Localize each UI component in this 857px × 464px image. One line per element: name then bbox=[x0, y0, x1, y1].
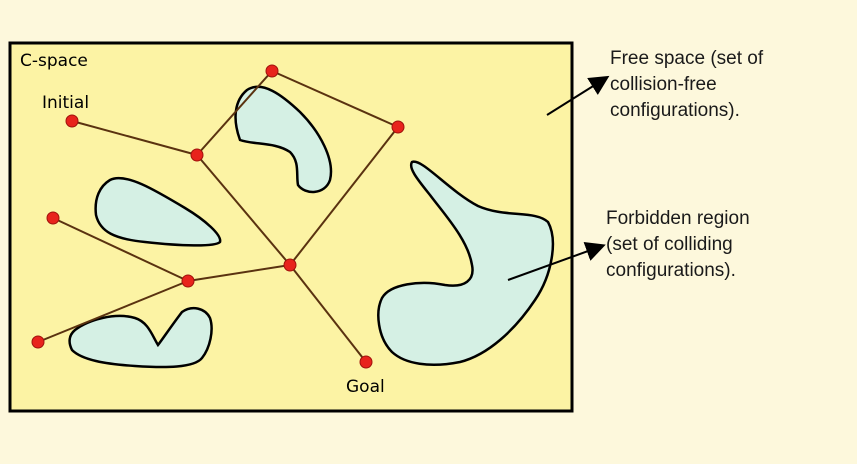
forbidden-region-arrow bbox=[507, 242, 606, 281]
free-space-line-3: configurations). bbox=[610, 100, 740, 121]
roadmap-node-6 bbox=[46, 211, 60, 225]
roadmap-node-2 bbox=[190, 148, 204, 162]
roadmap-edge-2 bbox=[196, 70, 273, 156]
goal-label: Goal bbox=[346, 377, 385, 397]
obstacle-top-center bbox=[234, 85, 333, 194]
obstacle-right-large bbox=[377, 160, 555, 366]
roadmap-node-5 bbox=[283, 258, 297, 272]
roadmap-edge-8 bbox=[37, 280, 189, 343]
roadmap-node-3 bbox=[265, 64, 279, 78]
free-space-line-1: Free space (set of bbox=[610, 48, 764, 69]
forbidden-region-line-1: Forbidden region bbox=[606, 208, 750, 229]
roadmap-edge-7 bbox=[187, 264, 291, 282]
roadmap-edges bbox=[37, 70, 399, 363]
roadmap-node-4 bbox=[391, 120, 405, 134]
free-space-line-2: collision-free bbox=[610, 74, 717, 95]
obstacle-bottom-left bbox=[68, 306, 213, 369]
roadmap-node-1 bbox=[65, 114, 79, 128]
roadmap-edge-4 bbox=[289, 126, 399, 266]
roadmap-edge-1 bbox=[71, 120, 198, 156]
roadmap-edge-6 bbox=[52, 217, 189, 282]
free-space-annotation: Free space (set of collision-free config… bbox=[610, 46, 763, 124]
free-space-arrow bbox=[546, 75, 610, 116]
forbidden-region-annotation: Forbidden region (set of colliding confi… bbox=[606, 206, 750, 284]
obstacle-left-middle bbox=[94, 176, 222, 247]
initial-label: Initial bbox=[42, 93, 89, 113]
roadmap-node-9 bbox=[359, 355, 373, 369]
roadmap-edge-3 bbox=[271, 70, 399, 128]
roadmap-edge-5 bbox=[196, 154, 291, 266]
forbidden-region-line-2: (set of colliding bbox=[606, 234, 733, 255]
cspace-label: C-space bbox=[20, 51, 88, 71]
roadmap-node-8 bbox=[31, 335, 45, 349]
roadmap-nodes bbox=[31, 64, 405, 369]
roadmap-node-7 bbox=[181, 274, 195, 288]
roadmap-edge-9 bbox=[289, 264, 367, 363]
forbidden-region-line-3: configurations). bbox=[606, 260, 736, 281]
